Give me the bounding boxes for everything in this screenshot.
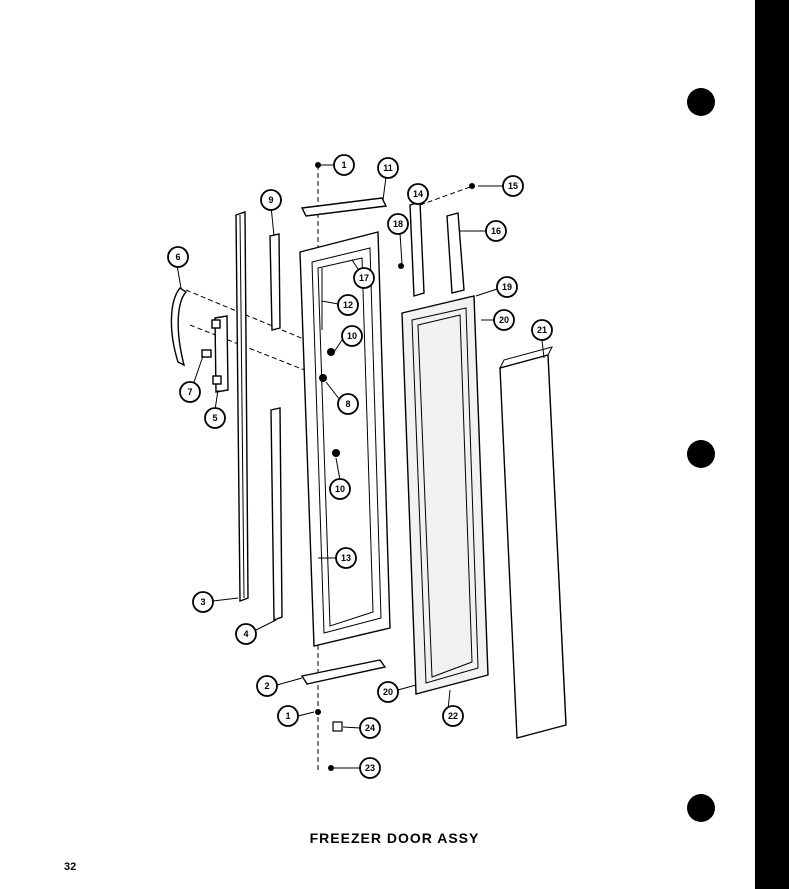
part-2-bottom-cap <box>300 659 387 685</box>
callout-10-upper: 10 <box>341 325 363 347</box>
callout-4: 4 <box>235 623 257 645</box>
binder-hole-bottom <box>687 794 715 822</box>
callout-5: 5 <box>204 407 226 429</box>
callout-label: 5 <box>212 413 217 423</box>
callout-label: 8 <box>345 399 350 409</box>
callout-18: 18 <box>387 213 409 235</box>
callout-13: 13 <box>335 547 357 569</box>
callout-12: 12 <box>337 294 359 316</box>
callout-1-top: 1 <box>333 154 355 176</box>
callout-label: 11 <box>383 163 393 173</box>
callout-6: 6 <box>167 246 189 268</box>
callout-22: 22 <box>442 705 464 727</box>
callout-label: 6 <box>175 252 180 262</box>
callout-label: 23 <box>365 763 375 773</box>
callout-label: 10 <box>335 484 345 494</box>
part-21-inner-panel <box>499 346 567 739</box>
callout-label: 12 <box>343 300 353 310</box>
callout-label: 22 <box>448 711 458 721</box>
callout-label: 4 <box>243 629 248 639</box>
callout-10-lower: 10 <box>329 478 351 500</box>
part-4-lower-strip <box>270 407 283 622</box>
callout-24: 24 <box>359 717 381 739</box>
callout-8: 8 <box>337 393 359 415</box>
callout-19: 19 <box>496 276 518 298</box>
part-3-hinge-strip <box>235 211 249 603</box>
binder-hole-top <box>687 88 715 116</box>
callout-label: 7 <box>187 387 192 397</box>
callout-label: 24 <box>365 723 375 733</box>
callout-14: 14 <box>407 183 429 205</box>
part-9-upper-strip <box>269 233 281 331</box>
part-19-gasket <box>401 295 489 695</box>
callout-3: 3 <box>192 591 214 613</box>
part-13-door-frame <box>299 231 391 647</box>
part-7-clip <box>201 349 212 358</box>
diagram-title: FREEZER DOOR ASSY <box>309 830 480 846</box>
callout-11: 11 <box>377 157 399 179</box>
callout-label: 17 <box>359 273 369 283</box>
callout-16: 16 <box>485 220 507 242</box>
callout-label: 9 <box>268 195 273 205</box>
fasteners <box>315 162 475 771</box>
page-number: 32 <box>64 861 77 873</box>
part-11-top-cap <box>300 197 388 217</box>
callout-label: 20 <box>383 687 393 697</box>
binding-edge-bar <box>755 0 789 889</box>
callout-21: 21 <box>531 319 553 341</box>
callout-1-bottom: 1 <box>277 705 299 727</box>
part-16-strip <box>446 212 465 294</box>
part-14-strip <box>409 201 425 297</box>
callout-label: 16 <box>491 226 501 236</box>
callout-label: 14 <box>413 189 423 199</box>
callout-label: 19 <box>502 282 512 292</box>
callout-2: 2 <box>256 675 278 697</box>
callout-label: 13 <box>341 553 351 563</box>
part-5-bracket <box>211 315 229 393</box>
callout-label: 15 <box>508 181 518 191</box>
callout-label: 21 <box>537 325 547 335</box>
part-6-handle <box>170 287 188 367</box>
callout-20-bottom: 20 <box>377 681 399 703</box>
binder-hole-middle <box>687 440 715 468</box>
callout-label: 3 <box>200 597 205 607</box>
callout-17: 17 <box>353 267 375 289</box>
callout-20-top: 20 <box>493 309 515 331</box>
callout-label: 1 <box>341 160 346 170</box>
callout-label: 10 <box>347 331 357 341</box>
callout-label: 1 <box>285 711 290 721</box>
callout-label: 18 <box>393 219 403 229</box>
callout-7: 7 <box>179 381 201 403</box>
callout-9: 9 <box>260 189 282 211</box>
callout-15: 15 <box>502 175 524 197</box>
callout-label: 2 <box>264 681 269 691</box>
callout-label: 20 <box>499 315 509 325</box>
callout-23: 23 <box>359 757 381 779</box>
